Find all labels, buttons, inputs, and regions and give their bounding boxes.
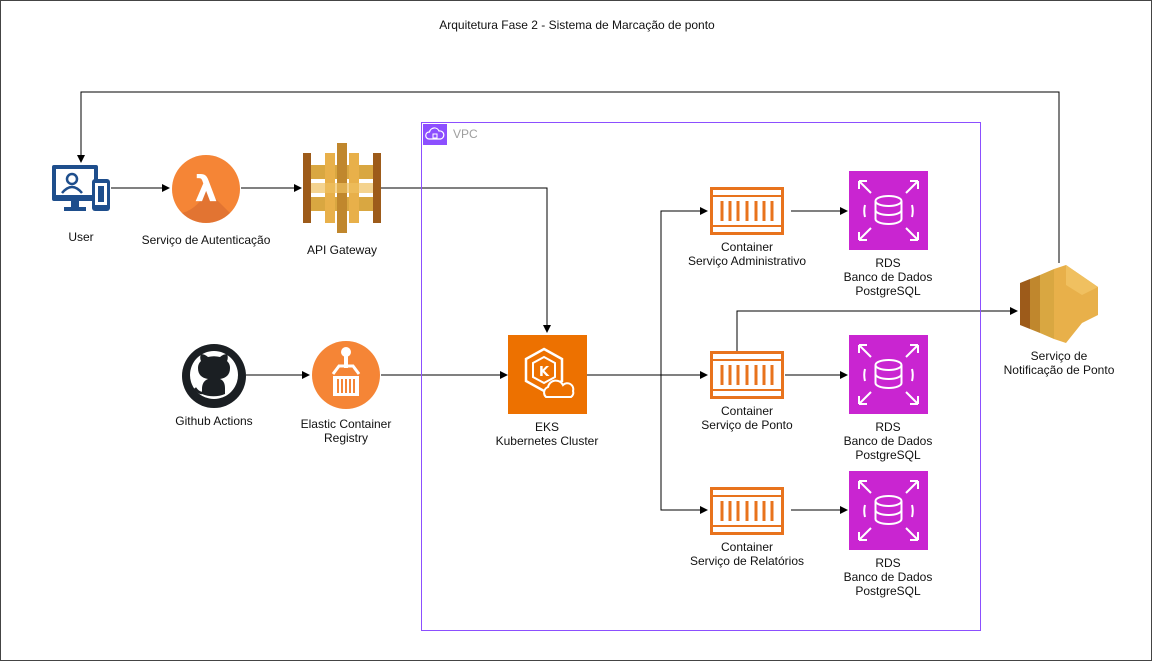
rds-1-label: RDS Banco de Dados PostgreSQL <box>843 256 933 298</box>
rds-3-label: RDS Banco de Dados PostgreSQL <box>843 556 933 598</box>
eks-label: EKS Kubernetes Cluster <box>495 420 599 448</box>
eks-icon: K <box>508 335 587 414</box>
github-icon <box>181 343 247 409</box>
rds-2-label: RDS Banco de Dados PostgreSQL <box>843 420 933 462</box>
edge-eks-container-relatorios <box>660 375 708 514</box>
rds-3-icon <box>849 471 928 550</box>
container-admin-label: Container Serviço Administrativo <box>687 240 807 268</box>
notification-icon <box>1020 265 1100 343</box>
github-label: Github Actions <box>175 414 253 428</box>
user-label: User <box>68 230 94 244</box>
container-ponto-icon <box>710 351 784 399</box>
rds-1-icon <box>849 171 928 250</box>
vpc-label: VPC <box>453 127 478 141</box>
edge-eks-container-admin <box>660 207 708 375</box>
notification-label: Serviço de Notificação de Ponto <box>1003 349 1115 377</box>
container-ponto-label: Container Serviço de Ponto <box>701 404 793 432</box>
container-relatorios-label: Container Serviço de Relatórios <box>689 540 805 568</box>
ecr-icon <box>311 340 381 410</box>
vpc-cloud-icon <box>423 124 447 145</box>
api-gateway-icon <box>303 143 381 233</box>
container-relatorios-icon <box>710 487 784 535</box>
auth-label: Serviço de Autenticação <box>141 233 271 247</box>
vpc-boundary <box>421 122 981 631</box>
svg-text:λ: λ <box>195 169 218 210</box>
container-admin-icon <box>710 187 784 235</box>
ecr-label: Elastic Container Registry <box>300 417 392 445</box>
edge-gateway-eks <box>381 187 551 333</box>
lambda-icon: λ <box>171 154 241 224</box>
rds-2-icon <box>849 335 928 414</box>
gateway-label: API Gateway <box>306 243 378 257</box>
user-icon <box>52 165 112 213</box>
svg-text:K: K <box>539 365 550 380</box>
edge-notification-user <box>77 91 1060 263</box>
edge-ponto-notification <box>736 307 1018 351</box>
diagram-title: Arquitetura Fase 2 - Sistema de Marcação… <box>439 18 715 32</box>
